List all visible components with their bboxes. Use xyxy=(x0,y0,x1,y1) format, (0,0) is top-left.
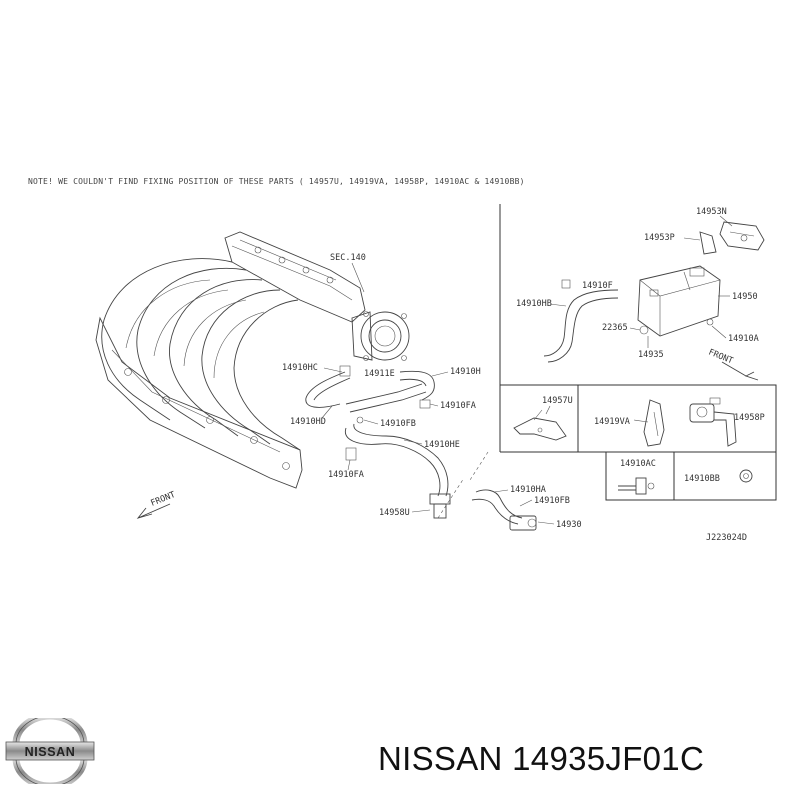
label-14910he: 14910HE xyxy=(424,440,460,450)
label-14910fa-lower: 14910FA xyxy=(328,470,364,480)
label-14910ac: 14910AC xyxy=(620,459,656,469)
label-14930: 14930 xyxy=(556,520,582,530)
label-14957u: 14957U xyxy=(542,396,573,406)
label-14911e: 14911E xyxy=(364,369,395,379)
front-arrow-right xyxy=(721,361,759,381)
front-arrow-left xyxy=(136,503,171,519)
label-14919va: 14919VA xyxy=(594,417,630,427)
canister-drawing xyxy=(543,221,765,363)
label-22365: 22365 xyxy=(602,323,628,333)
label-sec-140: SEC.140 xyxy=(330,253,366,263)
pipe-14919va-drawing xyxy=(643,399,665,447)
label-14910bb: 14910BB xyxy=(684,474,720,484)
label-14910ha: 14910HA xyxy=(510,485,546,495)
label-14910h: 14910H xyxy=(450,367,481,377)
label-14910fb-lower: 14910FB xyxy=(534,496,570,506)
label-14910f: 14910F xyxy=(582,281,613,291)
label-14910fa-upper: 14910FA xyxy=(440,401,476,411)
label-14935: 14935 xyxy=(638,350,664,360)
part-caption: NISSAN 14935JF01C xyxy=(378,740,705,777)
label-14958p: 14958P xyxy=(734,413,765,423)
label-14953n: 14953N xyxy=(696,207,727,217)
label-14910a: 14910A xyxy=(728,334,759,344)
diagram-code: J223024D xyxy=(706,533,747,543)
valve-14958p-drawing xyxy=(689,397,737,447)
diagram-note: NOTE! WE COULDN'T FIND FIXING POSITION O… xyxy=(28,177,525,186)
bracket-14957u-drawing xyxy=(513,409,567,441)
bolt-14910ac-drawing xyxy=(618,477,655,495)
hose-assembly-drawing xyxy=(305,365,537,531)
nissan-logo: NISSAN xyxy=(5,718,95,784)
label-14958u: 14958U xyxy=(379,508,410,518)
clip-14910bb-drawing xyxy=(739,469,753,483)
label-14910hd: 14910HD xyxy=(290,417,326,427)
label-14910fb-upper: 14910FB xyxy=(380,419,416,429)
label-14953p: 14953P xyxy=(644,233,675,243)
label-14910hc: 14910HC xyxy=(282,363,318,373)
logo-text: NISSAN xyxy=(25,745,76,759)
label-front-left: FRONT xyxy=(149,490,176,509)
label-14950: 14950 xyxy=(732,292,758,302)
label-front-right: FRONT xyxy=(707,348,734,367)
label-14910hb: 14910HB xyxy=(516,299,552,309)
intake-manifold-drawing xyxy=(95,231,410,489)
